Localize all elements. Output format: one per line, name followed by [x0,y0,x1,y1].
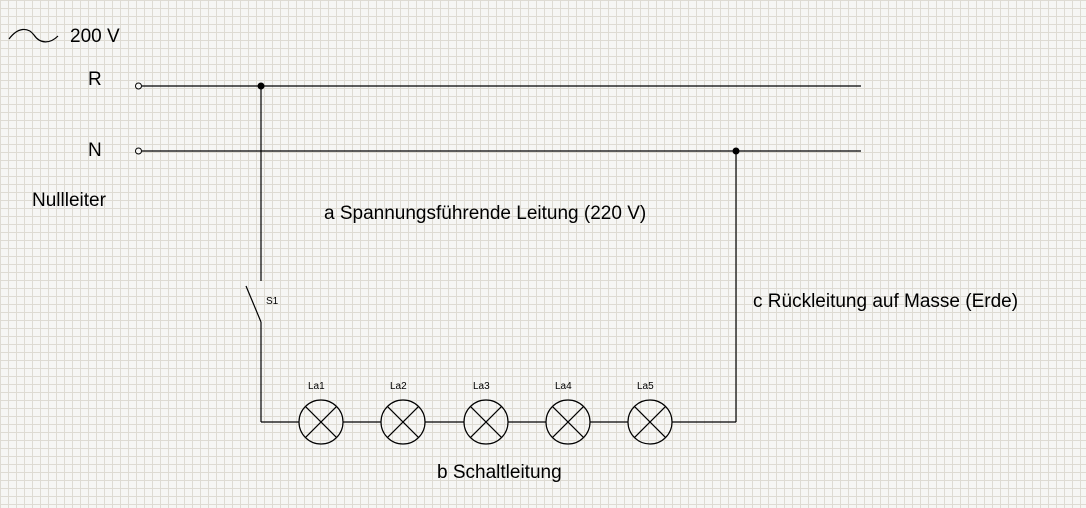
terminal-n [135,147,142,155]
lamp-la3 [463,399,509,445]
lamp-la5 [627,399,673,445]
lamp-label-la1: La1 [308,381,325,392]
lamp-label-la4: La4 [555,381,572,392]
neutral-label-n: N [88,140,102,161]
phase-label-r: R [88,69,102,90]
sine-wave-icon [8,28,59,43]
terminal-r [135,82,142,90]
supply-voltage-label: 200 V [70,26,120,47]
description-c: c Rückleitung auf Masse (Erde) [753,291,1019,312]
lamp-la4 [545,399,591,445]
switch-s1 [245,285,262,323]
description-b: b Schaltleitung [437,462,562,483]
description-a: a Spannungsführende Leitung (220 V) [324,203,647,224]
lamp-label-la2: La2 [390,381,407,392]
lamp-la2 [380,399,426,445]
lamp-la1 [298,399,344,445]
switch-blade [245,285,262,323]
lamp-label-la3: La3 [473,381,490,392]
neutral-conductor-label: Nullleiter [32,190,106,211]
switch-label: S1 [266,296,279,307]
lamp-label-la5: La5 [637,381,654,392]
